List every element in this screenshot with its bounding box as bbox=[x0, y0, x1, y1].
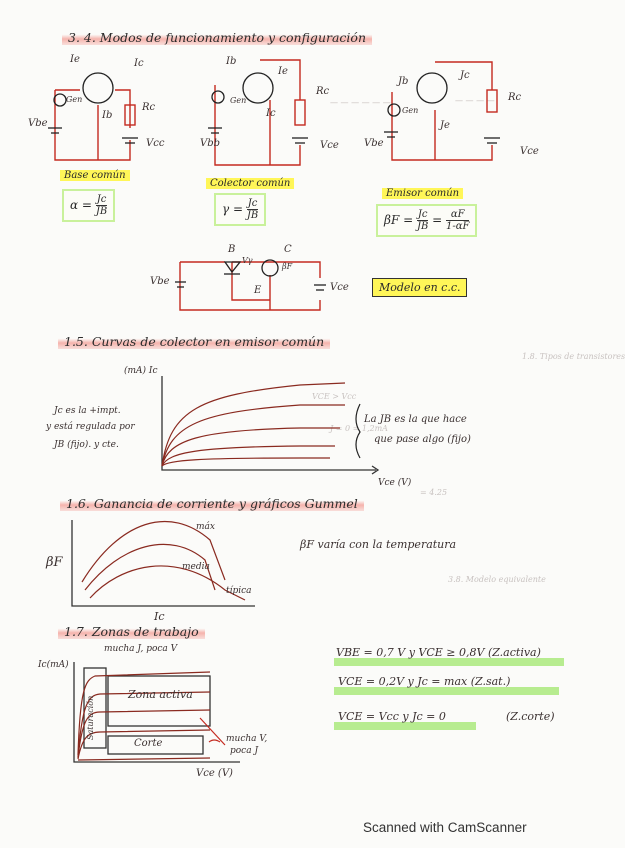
gummel-max: máx bbox=[196, 522, 215, 532]
label-ie: Ie bbox=[278, 66, 288, 77]
curves-note-right-1: que pase algo (fijo) bbox=[374, 434, 471, 445]
model-label-c: C bbox=[284, 244, 292, 255]
label-vce: Vce bbox=[320, 140, 339, 151]
bleed-text: VCE > Vcc bbox=[312, 392, 357, 401]
formula-lhs: γ = bbox=[222, 202, 244, 216]
equals: = bbox=[432, 213, 443, 227]
formula-emisor-comun: βF = Jc JB = αF 1-αF bbox=[376, 204, 478, 237]
curves-note-left-1: y está regulada por bbox=[46, 422, 135, 432]
model-label-bf: βF bbox=[282, 262, 293, 271]
curves-ylabel: (mA) Ic bbox=[124, 366, 158, 376]
bleed-text: = 4.25 bbox=[420, 488, 448, 497]
label-ic: Ic bbox=[266, 108, 276, 119]
label-ib: Ib bbox=[102, 110, 113, 121]
label-ie: Ie bbox=[70, 54, 80, 65]
model-label-e: E bbox=[254, 285, 262, 296]
config-label-base-comun: Base común bbox=[60, 170, 130, 181]
zone-corte: Corte bbox=[134, 738, 163, 749]
model-label-vce: Vce bbox=[330, 282, 349, 293]
curves-xlabel: Vce (V) bbox=[378, 478, 412, 488]
fraction-num: Jc bbox=[246, 198, 259, 210]
config-label-emisor-comun: Emisor común bbox=[382, 188, 464, 199]
label-ib: Ib bbox=[226, 56, 237, 67]
label-jc: Jc bbox=[460, 70, 470, 81]
bleed-text: J = 0 = 1,2mA bbox=[330, 424, 388, 433]
label-je: Je bbox=[440, 120, 450, 131]
section-heading: 1.5. Curvas de colector en emisor común bbox=[58, 334, 331, 349]
gummel-ylabel: βF bbox=[46, 555, 63, 570]
zone-activa: Zona activa bbox=[128, 688, 193, 701]
bleed-text: — — — — — — bbox=[330, 98, 391, 107]
fraction-den: 1-αF bbox=[446, 221, 470, 232]
label-ic: Ic bbox=[134, 58, 144, 69]
fraction-den: JB bbox=[416, 221, 429, 232]
bleed-text: — — — — bbox=[455, 96, 495, 105]
label-rc: Rc bbox=[316, 86, 330, 97]
model-label-vy: Vγ bbox=[242, 256, 253, 265]
label-gen: Gen bbox=[230, 96, 247, 105]
formula-lhs: βF = bbox=[384, 213, 414, 227]
formula-lhs: α = bbox=[70, 198, 92, 212]
label-rc: Rc bbox=[142, 102, 156, 113]
label-jb: Jb bbox=[398, 76, 409, 87]
fraction: Jc JB bbox=[95, 194, 108, 217]
highlight bbox=[334, 722, 476, 730]
label-vbb: Vbb bbox=[200, 138, 221, 149]
label-gen: Gen bbox=[66, 95, 83, 104]
label-rc: Rc bbox=[508, 92, 522, 103]
fraction-num: Jc bbox=[416, 209, 429, 221]
label-vbe: Vbe bbox=[28, 118, 48, 129]
model-label-b: B bbox=[228, 244, 236, 255]
fraction-num: Jc bbox=[95, 194, 108, 206]
fraction: αF 1-αF bbox=[446, 209, 470, 232]
fraction: Jc JB bbox=[416, 209, 429, 232]
curves-note-left-0: Jc es la +impt. bbox=[54, 406, 121, 416]
zones-top-note: mucha J, poca V bbox=[104, 644, 178, 654]
curves-note-right-0: La JB es la que hace bbox=[364, 414, 467, 425]
zone-eq-corte-tag: (Z.corte) bbox=[506, 710, 555, 723]
bleed-text: 3.8. Modelo equivalente bbox=[448, 575, 546, 584]
fraction-den: JB bbox=[246, 210, 259, 221]
model-box: Modelo en c.c. bbox=[372, 278, 468, 297]
highlight bbox=[334, 658, 564, 666]
zone-eq-activa: VBE = 0,7 V y VCE ≥ 0,8V (Z.activa) bbox=[336, 646, 541, 659]
scanner-footer: Scanned with CamScanner bbox=[363, 820, 527, 835]
fraction-num: αF bbox=[446, 209, 470, 221]
formula-colector-comun: γ = Jc JB bbox=[214, 193, 267, 226]
config-label-colector-comun: Colector común bbox=[206, 178, 295, 189]
highlight bbox=[334, 687, 559, 695]
gummel-media: media bbox=[182, 562, 210, 572]
label-gen: Gen bbox=[402, 106, 419, 115]
zones-xlabel: Vce (V) bbox=[196, 768, 233, 779]
section-heading: 1.7. Zonas de trabajo bbox=[58, 624, 205, 639]
gummel-tipica: típica bbox=[226, 586, 252, 596]
curves-note-left-2: JB (fijo). y cte. bbox=[54, 440, 119, 450]
fraction-den: JB bbox=[95, 206, 108, 217]
zone-eq-corte: VCE = Vcc y Jc = 0 bbox=[338, 710, 446, 723]
section-heading: 3. 4. Modos de funcionamiento y configur… bbox=[62, 30, 372, 45]
gummel-note: βF varía con la temperatura bbox=[300, 538, 457, 551]
corte-note-0: mucha V, bbox=[226, 734, 268, 744]
zones-ylabel: Ic(mA) bbox=[38, 660, 69, 670]
zone-eq-saturacion: VCE = 0,2V y Jc = max (Z.sat.) bbox=[338, 675, 511, 688]
gummel-xlabel: Ic bbox=[154, 610, 165, 623]
corte-note-1: poca J bbox=[230, 746, 259, 756]
model-label-vbe: Vbe bbox=[150, 276, 170, 287]
zone-saturacion: Saturación bbox=[86, 695, 95, 740]
bleed-text: 1.8. Tipos de transistores bbox=[522, 352, 625, 361]
label-vcc: Vcc bbox=[146, 138, 165, 149]
formula-base-comun: α = Jc JB bbox=[62, 189, 116, 222]
section-heading: 1.6. Ganancia de corriente y gráficos Gu… bbox=[60, 496, 364, 511]
fraction: Jc JB bbox=[246, 198, 259, 221]
label-vce: Vce bbox=[520, 146, 539, 157]
label-vbe: Vbe bbox=[364, 138, 384, 149]
